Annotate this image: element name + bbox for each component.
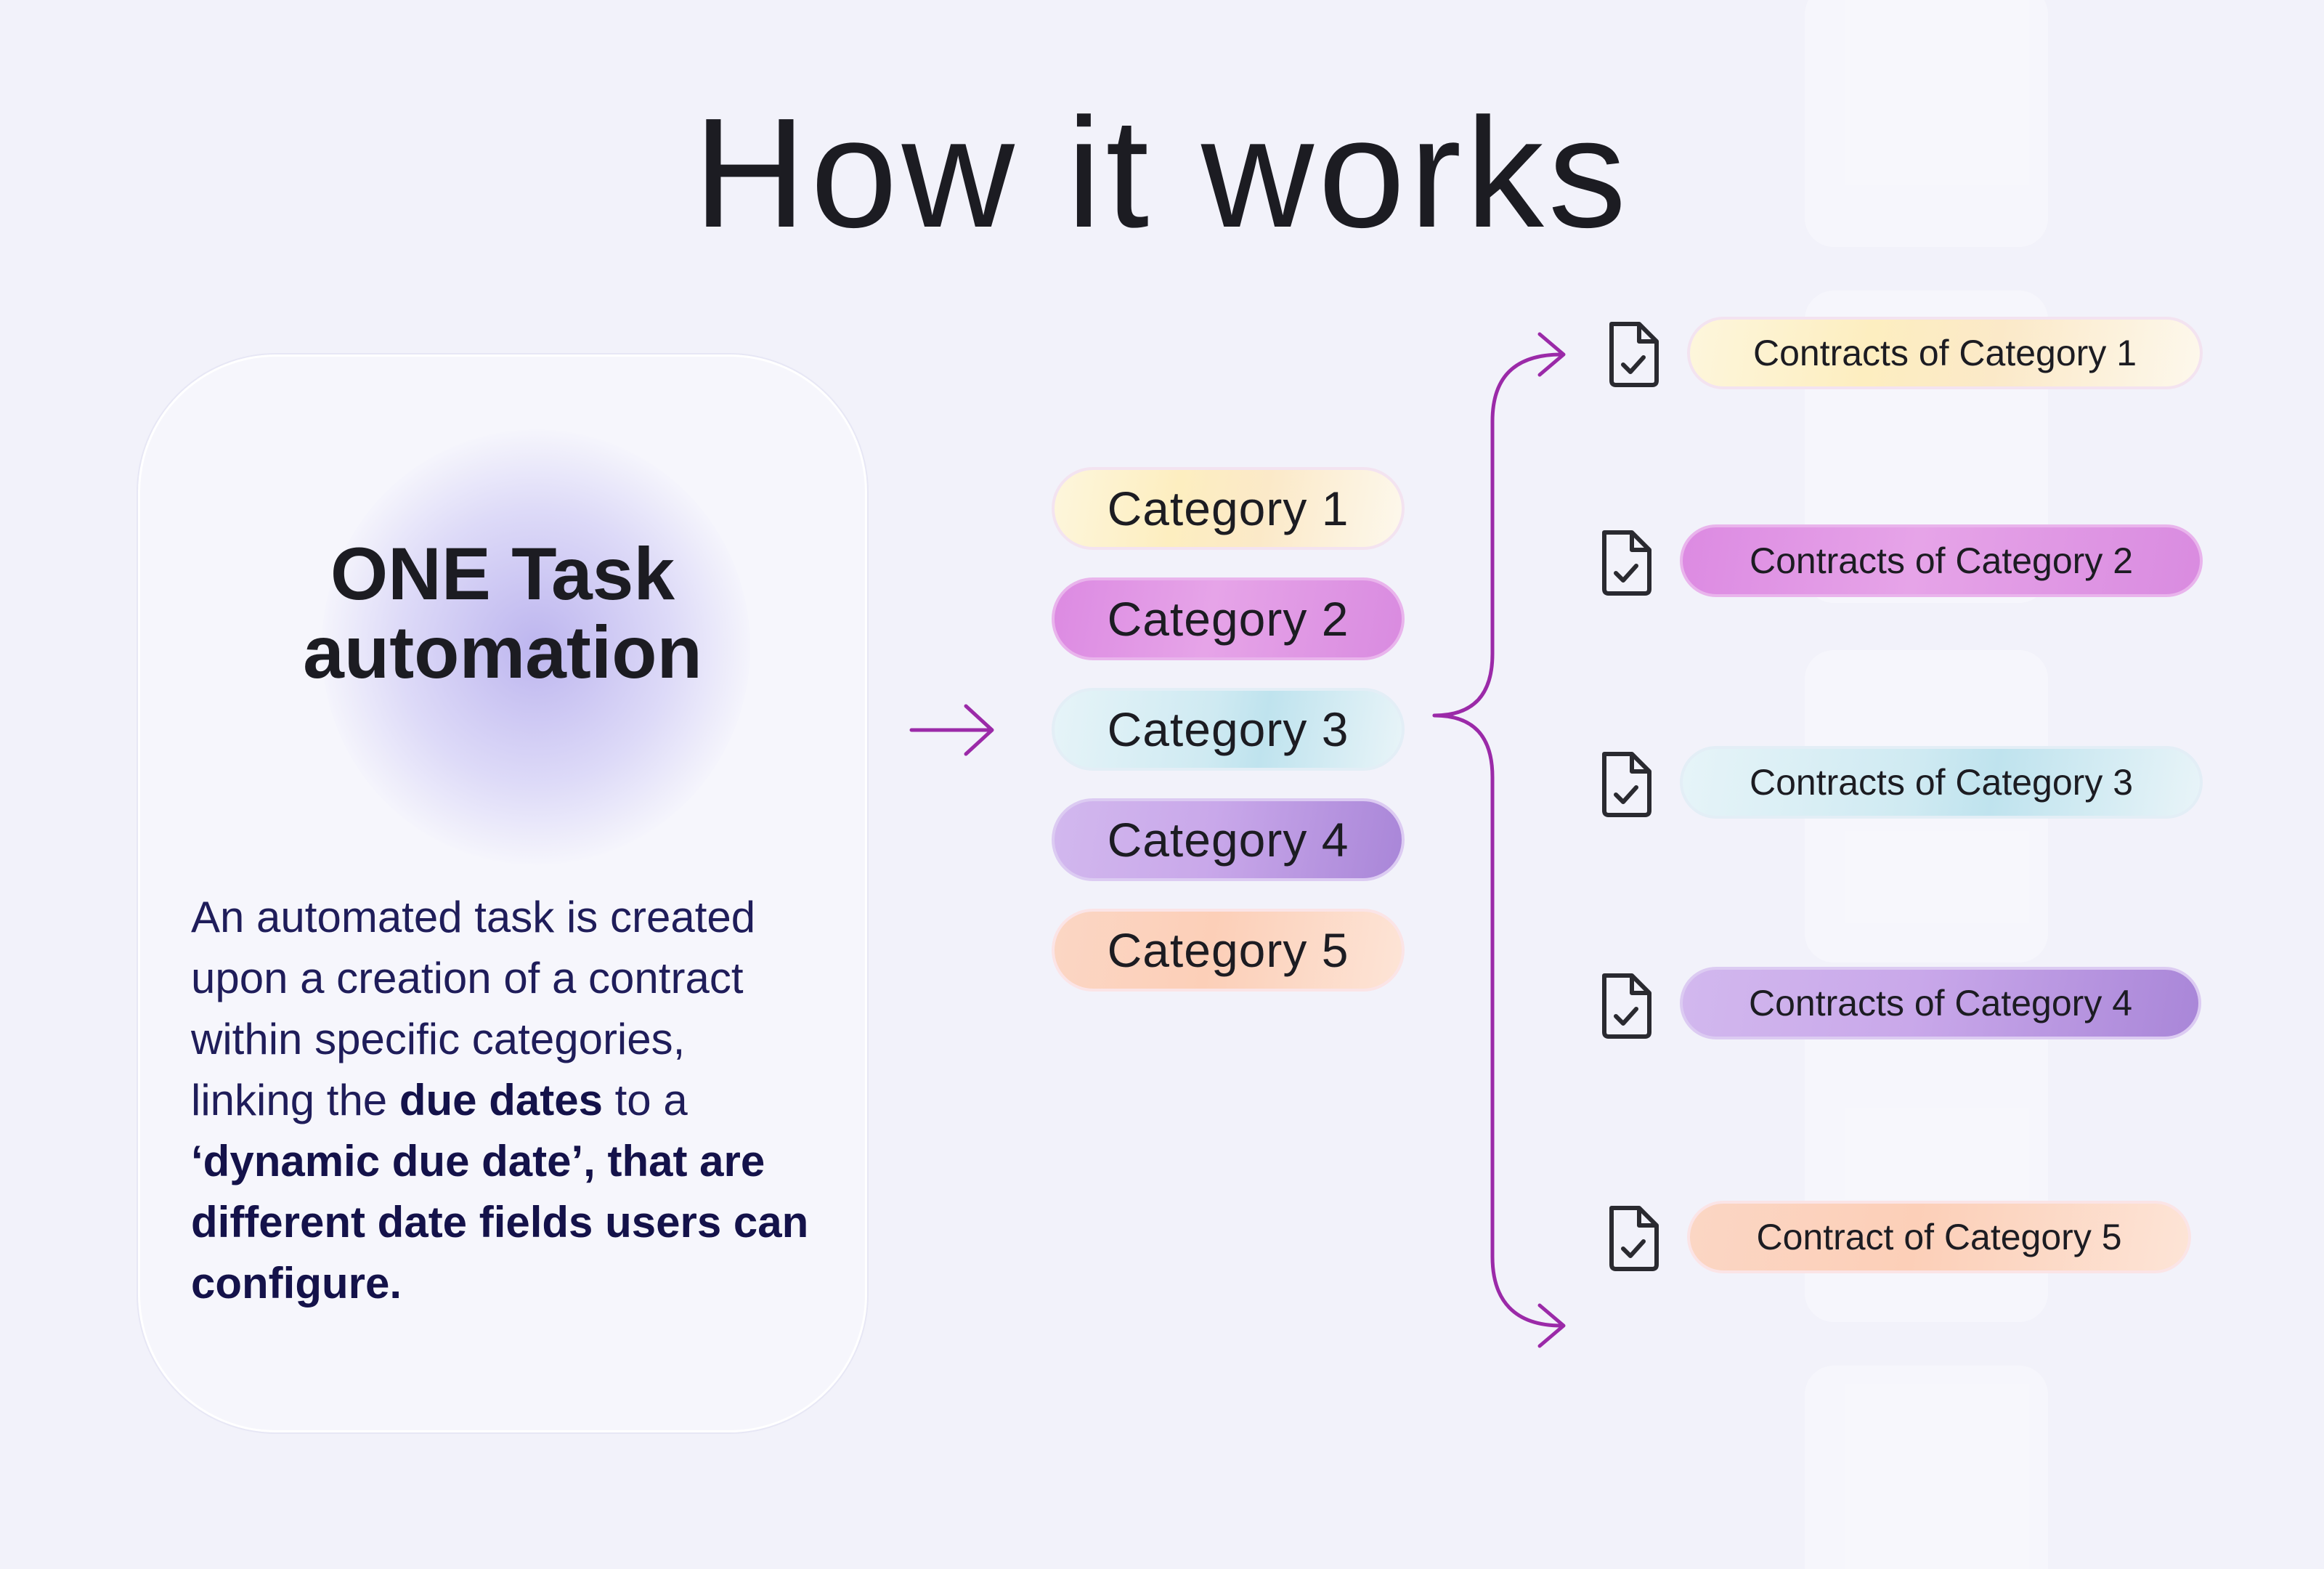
arrow-right-icon [909,704,994,756]
card-heading-line: automation [303,611,702,694]
document-check-icon [1602,530,1651,596]
contract-pill-1: Contracts of Category 1 [1687,317,2203,389]
document-check-icon [1609,322,1659,387]
decorative-column [1805,1366,2048,1569]
page-title: How it works [693,85,1631,260]
contract-pill-3: Contracts of Category 3 [1680,746,2203,819]
contract-pill-4: Contracts of Category 4 [1680,967,2201,1039]
description-bold: ‘dynamic due date’, that are different d… [191,1137,809,1308]
description-card: ONE Task automation An automated task is… [138,354,867,1432]
category-pill-5: Category 5 [1052,909,1405,992]
description-text: to a [602,1076,688,1124]
description-text: An automated task is created upon a crea… [191,893,756,1124]
description-bold: due dates [399,1076,603,1124]
category-pill-4: Category 4 [1052,798,1405,881]
card-glow [322,429,750,865]
contract-pill-5: Contract of Category 5 [1687,1201,2191,1273]
category-pill-1: Category 1 [1052,467,1405,550]
document-check-icon [1602,973,1651,1039]
category-pill-3: Category 3 [1052,688,1405,771]
document-check-icon [1602,752,1651,817]
card-heading-line: ONE Task [330,532,675,615]
document-check-icon [1609,1206,1659,1271]
curly-brace-icon [1432,332,1566,1348]
contract-pill-2: Contracts of Category 2 [1680,524,2203,597]
card-description: An automated task is created upon a crea… [191,887,816,1314]
category-pill-2: Category 2 [1052,577,1405,660]
decorative-column [1805,0,2048,247]
card-heading: ONE Task automation [140,535,865,692]
